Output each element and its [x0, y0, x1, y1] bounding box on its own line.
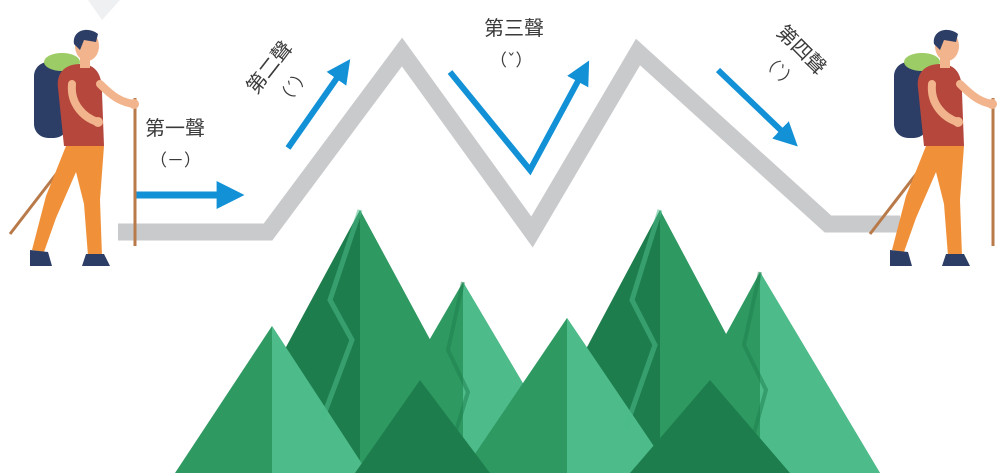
arrow-icon [285, 59, 351, 150]
arrow-icon [715, 67, 798, 147]
tone-2: 第二聲 （ˊ） [241, 36, 315, 110]
tone-4: 第四聲 （ˋ） [756, 20, 831, 94]
tone-3: 第三聲 （ˇ） [484, 16, 544, 71]
tone-1-mark: （－） [150, 151, 201, 171]
tone-arrows [135, 59, 798, 209]
hiker-right-icon [868, 29, 997, 266]
tone-3-mark: （ˇ） [490, 51, 533, 71]
tone-3-label: 第三聲 [484, 16, 544, 40]
mountain-range-icon [175, 209, 880, 473]
arrow-icon [447, 60, 590, 176]
hiker-left-icon [8, 0, 139, 266]
tone-1: 第一聲 （－） [145, 116, 205, 171]
tone-path [118, 37, 900, 248]
tone-1-label: 第一聲 [145, 116, 205, 140]
